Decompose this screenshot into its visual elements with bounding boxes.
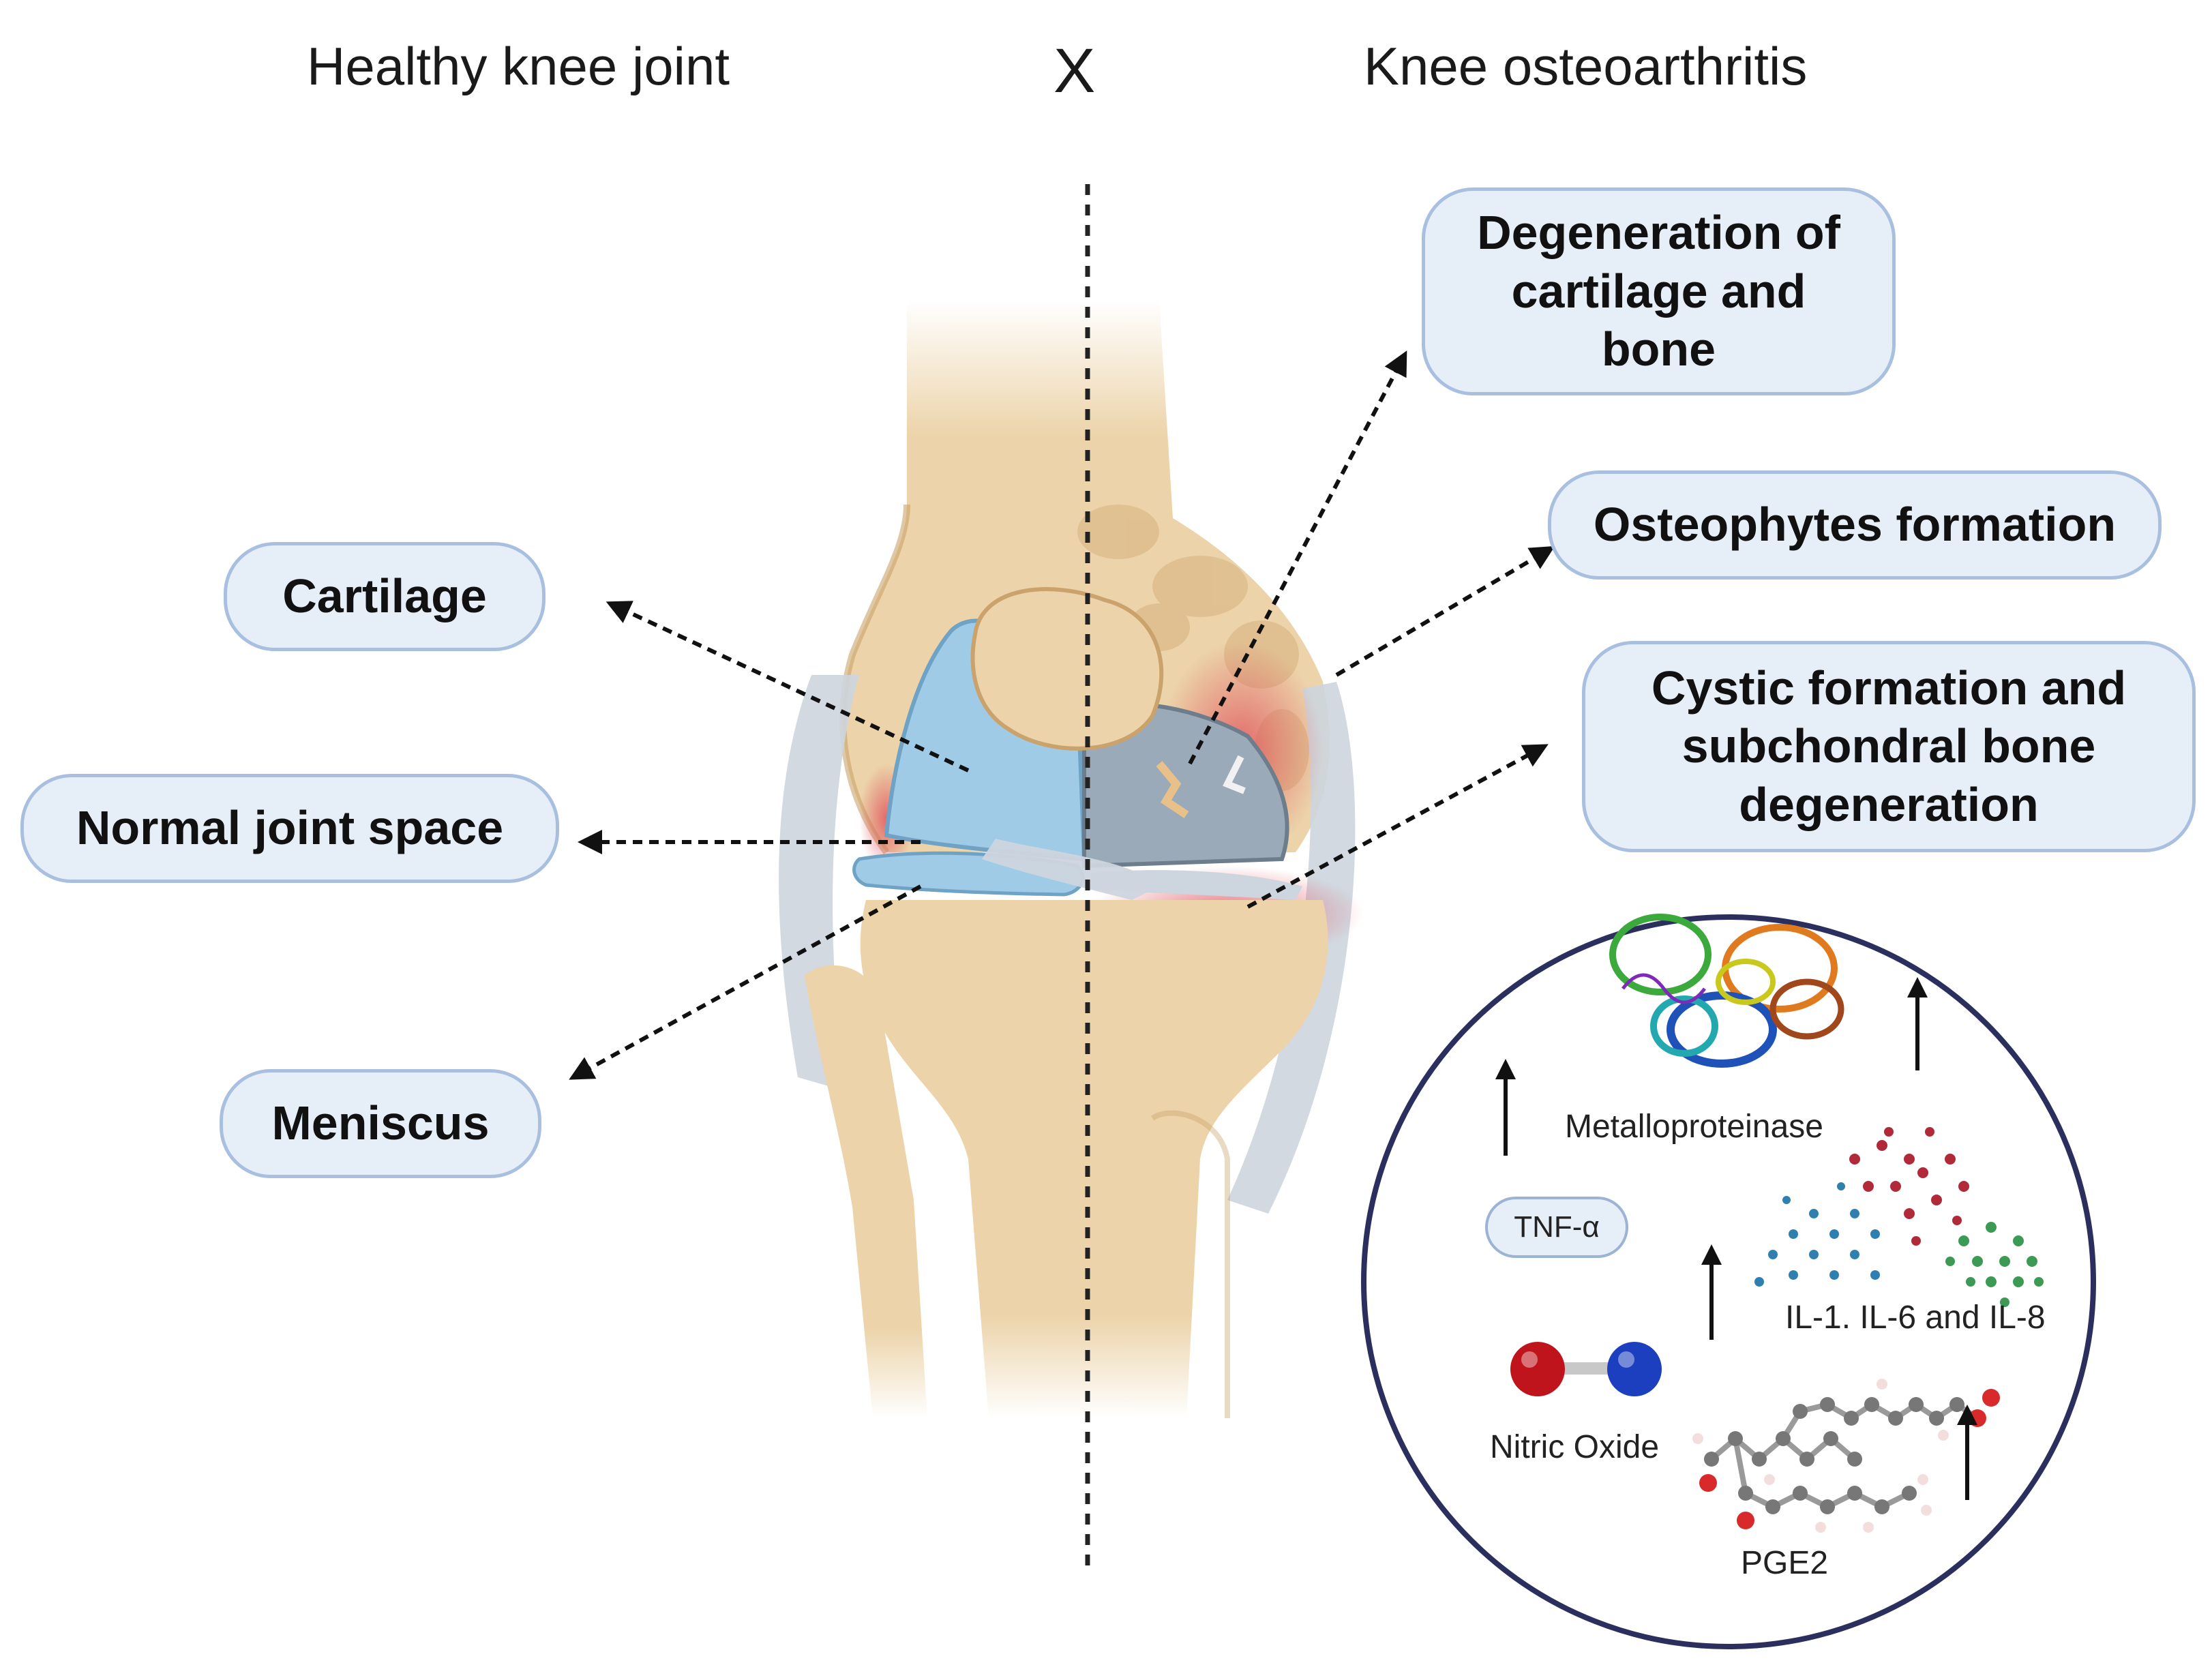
patella bbox=[970, 587, 1164, 751]
osteophytes-pointer bbox=[1335, 545, 1555, 677]
cartilage-label: Cartilage bbox=[224, 542, 545, 651]
tnf-alpha-label: TNF-α bbox=[1485, 1197, 1628, 1258]
cystic-formation-label: Cystic formation and subchondral bone de… bbox=[1582, 641, 2196, 852]
pge2-molecule-icon bbox=[1692, 1379, 2000, 1533]
nitric-oxide-molecule-icon bbox=[1510, 1342, 1662, 1396]
inflammatory-mediators-inset bbox=[1361, 914, 2096, 1649]
degeneration-pointer bbox=[1188, 350, 1407, 765]
pge2-label: PGE2 bbox=[1741, 1545, 1829, 1581]
lateral-ligament bbox=[1227, 682, 1356, 1214]
interleukins-label: IL-1. IL-6 and IL-8 bbox=[1785, 1300, 2046, 1336]
interleukin-dots-icon bbox=[1754, 1127, 2044, 1307]
versus-mark: X bbox=[1053, 36, 1096, 106]
healthy-knee-heading: Healthy knee joint bbox=[307, 36, 730, 96]
fibula-bone bbox=[805, 965, 927, 1418]
medial-ligament bbox=[779, 675, 859, 1091]
normal-joint-space-label: Normal joint space bbox=[20, 774, 559, 883]
metalloproteinase-structure-icon bbox=[1609, 914, 1844, 1068]
degeneration-label: Degeneration of cartilage and bone bbox=[1422, 188, 1896, 395]
tibia-bone bbox=[860, 900, 1328, 1418]
nitric-oxide-label: Nitric Oxide bbox=[1490, 1429, 1660, 1465]
oa-knee-heading: Knee osteoarthritis bbox=[1364, 36, 1808, 96]
cystic-pointer bbox=[1246, 744, 1549, 909]
metalloproteinase-label: Metalloproteinase bbox=[1565, 1109, 1823, 1145]
osteophytes-label: Osteophytes formation bbox=[1548, 470, 2162, 580]
meniscus-label: Meniscus bbox=[220, 1069, 541, 1178]
